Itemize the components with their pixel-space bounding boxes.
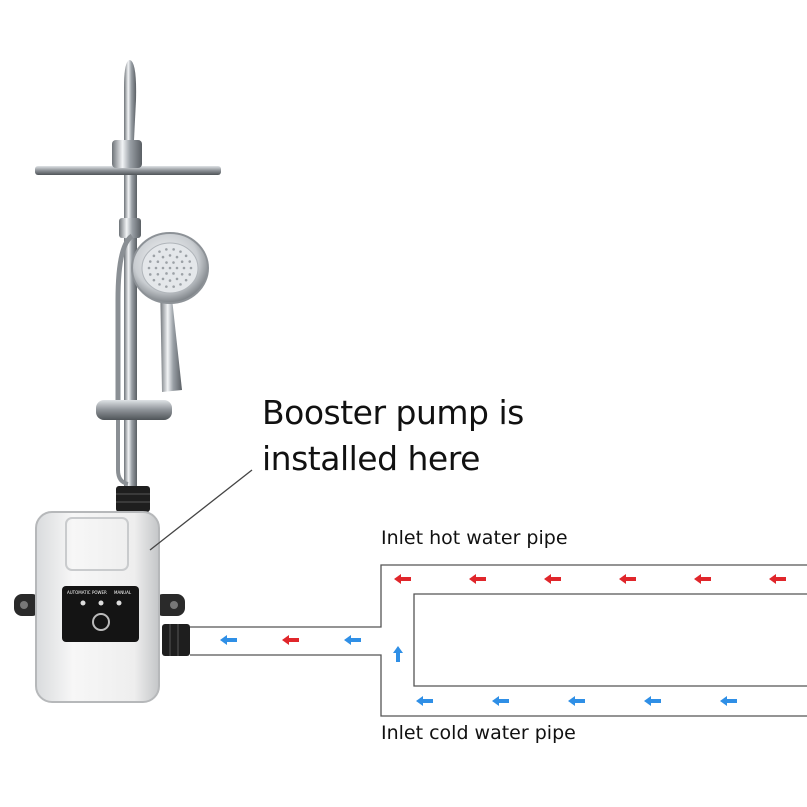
nozzle-dot: [157, 273, 160, 276]
overhead-shower-connector: [112, 140, 142, 168]
riser-flow-arrow: [393, 646, 403, 662]
shower-assembly: [35, 60, 221, 512]
cold-flow-arrow: [720, 696, 737, 706]
nozzle-dot: [157, 260, 160, 263]
nozzle-dot: [183, 267, 186, 270]
nozzle-dot: [162, 278, 165, 281]
nozzle-dot: [188, 273, 191, 276]
nozzle-dot: [158, 250, 161, 253]
cold-flow-arrow: [416, 696, 433, 706]
nozzle-dot: [148, 267, 151, 270]
nozzle-dot: [176, 267, 179, 270]
nozzle-dot: [172, 248, 175, 251]
cold-flow-arrow: [568, 696, 585, 706]
indicator-light-automatic: [81, 601, 86, 606]
nozzle-dot: [165, 248, 168, 251]
shower-gooseneck: [124, 60, 136, 140]
nozzle-dot: [176, 256, 179, 259]
indicator-light-manual: [117, 601, 122, 606]
nozzle-dot: [185, 255, 188, 258]
callout-line-1: Booster pump is: [262, 390, 524, 436]
callout-line-2: installed here: [262, 436, 524, 482]
nozzle-dot: [179, 250, 182, 253]
slide-bar-holder: [96, 400, 172, 420]
nozzle-dot: [155, 267, 158, 270]
nozzle-dot: [172, 285, 175, 288]
nozzle-dot: [169, 254, 172, 257]
nozzle-dot: [176, 278, 179, 281]
panel-label-automatic: AUTOMATIC: [67, 590, 91, 595]
nozzle-dot: [162, 267, 165, 270]
panel-label-power: POWER: [92, 590, 107, 595]
pump-outlet-fitting: [162, 624, 190, 656]
nozzle-dot: [190, 267, 193, 270]
outlet-flow-arrow: [344, 635, 361, 645]
hot-flow-arrow: [469, 574, 486, 584]
nozzle-dot: [158, 283, 161, 286]
pipe-network: [190, 565, 807, 716]
nozzle-dot: [172, 261, 175, 264]
hot-pipe-label: Inlet hot water pipe: [381, 527, 568, 549]
hot-flow-arrow: [394, 574, 411, 584]
nozzle-dot: [149, 273, 152, 276]
nozzle-dot: [181, 273, 184, 276]
nozzle-dot: [185, 279, 188, 282]
hot-flow-arrow: [769, 574, 786, 584]
cold-flow-arrow: [644, 696, 661, 706]
nozzle-dot: [169, 267, 172, 270]
nozzle-dot: [172, 272, 175, 275]
callout-text: Booster pump is installed here: [262, 390, 524, 482]
nozzle-dot: [181, 260, 184, 263]
nozzle-dot: [165, 261, 168, 264]
cold-flow-arrow: [492, 696, 509, 706]
indicator-light-power: [99, 601, 104, 606]
nozzle-dot: [169, 279, 172, 282]
outlet-flow-arrow: [282, 635, 299, 645]
hot-flow-arrow: [619, 574, 636, 584]
hot-flow-arrow: [694, 574, 711, 584]
nozzle-dot: [188, 260, 191, 263]
nozzle-dot: [149, 260, 152, 263]
booster-pump: AUTOMATIC POWER MANUAL: [14, 512, 190, 702]
callout-pointer-line: [150, 470, 252, 550]
hot-flow-arrow: [544, 574, 561, 584]
cold-pipe-label: Inlet cold water pipe: [381, 722, 576, 744]
pump-inlet-fitting: [116, 486, 150, 512]
outlet-flow-arrow: [220, 635, 237, 645]
nozzle-dot: [165, 272, 168, 275]
nozzle-dot: [179, 283, 182, 286]
nozzle-dot: [153, 279, 156, 282]
nozzle-dot: [162, 256, 165, 259]
outlet-pipe-outline: [190, 565, 807, 716]
nozzle-dot: [153, 255, 156, 258]
panel-label-manual: MANUAL: [114, 590, 132, 595]
nozzle-dot: [165, 285, 168, 288]
